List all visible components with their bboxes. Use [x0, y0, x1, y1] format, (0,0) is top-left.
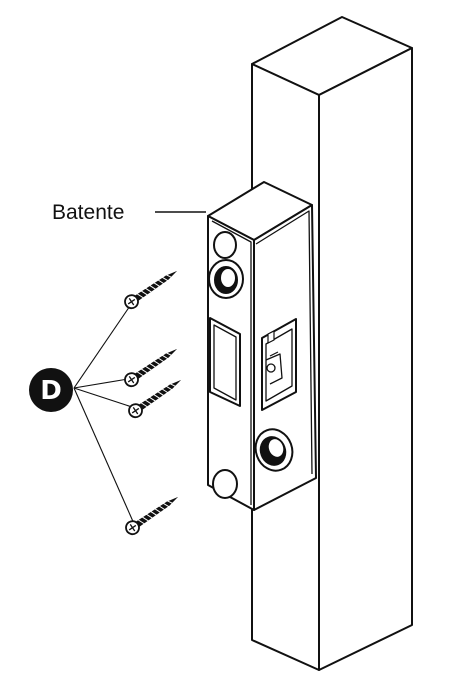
batente-label: Batente — [52, 201, 124, 224]
front-hole-bottom — [212, 469, 238, 499]
screw-4 — [122, 490, 183, 538]
callout-lines — [73, 299, 139, 527]
callout-badge-d: D — [29, 368, 73, 412]
callout-letter: D — [40, 376, 62, 406]
screw-1 — [121, 264, 182, 312]
front-hole-top — [213, 231, 237, 259]
screw-2 — [121, 342, 182, 390]
strike-plate — [207, 181, 317, 511]
post-side-face — [318, 47, 413, 671]
